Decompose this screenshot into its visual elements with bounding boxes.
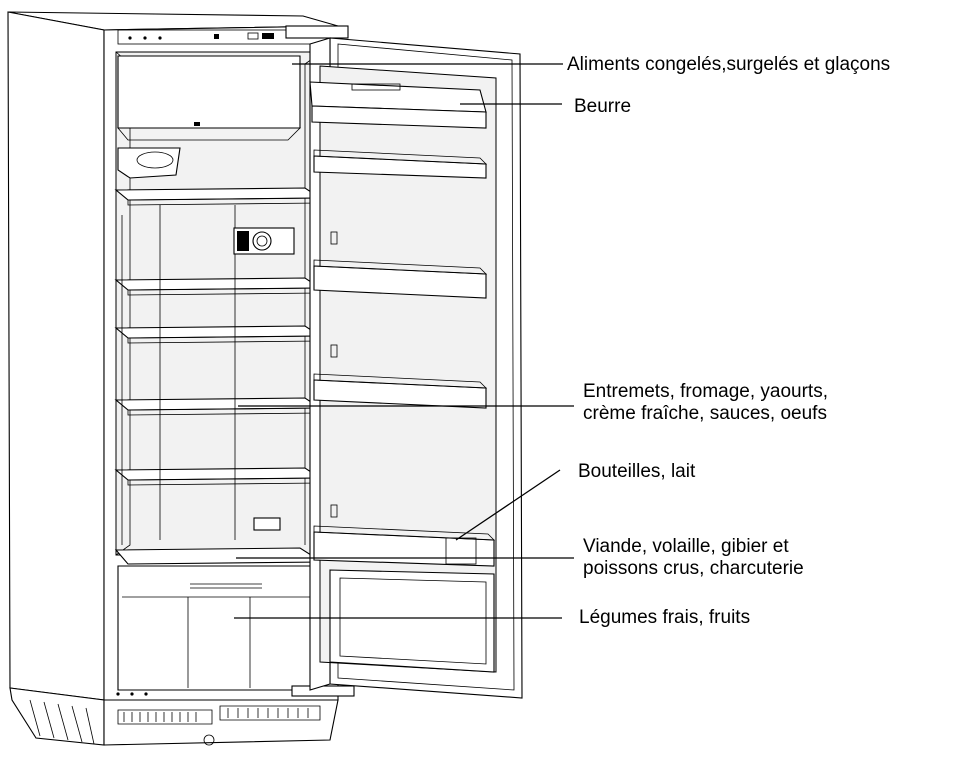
freezer-compartment (117, 55, 301, 179)
label-vegetables-text: Légumes frais, fruits (579, 607, 751, 628)
thermostat (233, 227, 295, 255)
crisper-drawer (116, 565, 323, 696)
chill-shelf (114, 517, 324, 565)
label-meat-line2: poissons crus, charcuterie (583, 558, 804, 579)
label-desserts: Entremets, fromage, yaourts, crème fraîc… (583, 381, 828, 425)
label-desserts-line1: Entremets, fromage, yaourts, (583, 381, 828, 402)
label-bottles: Bouteilles, lait (578, 461, 695, 483)
label-freezer: Aliments congelés,surgelés et glaçons (567, 54, 890, 76)
label-meat: Viande, volaille, gibier et poissons cru… (583, 536, 804, 580)
label-meat-line1: Viande, volaille, gibier et (583, 536, 789, 557)
label-butter-text: Beurre (574, 96, 632, 117)
door (309, 37, 523, 699)
label-vegetables: Légumes frais, fruits (579, 607, 750, 629)
leader-lines (234, 63, 574, 619)
label-freezer-text: Aliments congelés,surgelés et glaçons (567, 54, 891, 75)
plinth (9, 685, 355, 746)
label-butter: Beurre (574, 96, 631, 118)
label-bottles-text: Bouteilles, lait (578, 461, 696, 482)
label-desserts-line2: crème fraîche, sauces, oeufs (583, 403, 827, 424)
